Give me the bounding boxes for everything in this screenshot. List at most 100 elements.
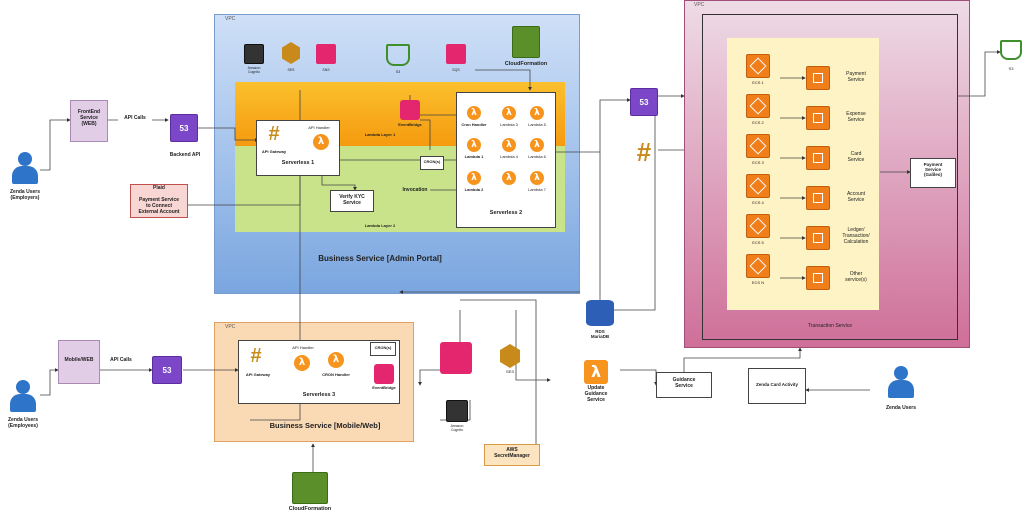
employers-users-label: Zenda Users (Employers) [9,189,40,201]
ecs-5-icon[interactable] [746,214,770,238]
web-api-calls-label: API Calls [118,115,152,122]
guidance-service-box[interactable] [656,372,712,398]
mobile-api-gateway-icon[interactable]: # [250,345,262,367]
ecs-4-icon[interactable] [746,174,770,198]
ecs-1-icon[interactable] [746,54,770,78]
zenda-users-label: Zenda Users [885,405,916,411]
ses-label: SES [287,68,295,72]
mobile-ses-icon [500,344,520,368]
lambda-6-icon[interactable]: λ [530,138,544,152]
api-gateway-label: API Gateway [261,149,287,154]
mobile-cron-box [370,342,396,356]
mobile-cron-handler-label: CRON Handler [322,372,350,377]
mobile-cron-label: CRON(s) [374,345,392,350]
plaid-box[interactable] [130,184,188,218]
lambda-3-icon[interactable]: λ [502,106,516,120]
ecs-5-label: ECS 5 [752,240,764,245]
admin-vpc-label: VPC [225,16,236,22]
secret-manager-box[interactable] [484,444,540,466]
s3-bucket-icon [386,44,410,66]
lambda-7-label: Lambda 7 [528,187,546,192]
api-handler-lambda-icon[interactable]: λ [313,134,329,150]
plaid-title: Plaid [153,185,165,191]
cloudformation-bottom-label: CloudFormation [288,506,332,512]
card-service-icon[interactable] [806,146,830,170]
eventbridge-icon[interactable] [400,100,420,120]
cron-box [420,156,444,170]
verify-kyc-box[interactable] [330,190,374,212]
mobile-web-label: Mobile/WEB [64,357,94,363]
frontend-service-label: FrontEnd Service (WEB) [77,109,101,127]
backend-api-label: Backend API [169,152,201,158]
mobile-api-handler-lambda-icon[interactable]: λ [294,355,310,371]
update-guidance-lambda-icon[interactable]: λ [584,360,608,384]
invocation-label: Invocation [400,187,430,194]
lambda-layer-1-label: Lambda Layer 1 [364,132,396,137]
mobile-ses-label: SES [505,369,514,374]
employees-users-label: Zenda Users (Employees) [7,417,38,429]
lambda-1-icon[interactable]: λ [467,138,481,152]
sqs-label: SQS [452,68,460,72]
account-service-label: Account Service [846,191,866,203]
eventbridge-label: EventBridge [398,122,422,127]
lambda-3-label: Lambda 3 [500,122,518,127]
lambda-4-label: Lambda 4 [500,154,518,159]
lambda-5-icon[interactable]: λ [530,106,544,120]
mobile-api-handler-label: API Handler [292,345,314,350]
ledger-service-icon[interactable] [806,226,830,250]
payment-service-icon[interactable] [806,66,830,90]
ecs-2-label: ECS 2 [752,120,764,125]
backend-api-route53-icon[interactable]: 53 [170,114,198,142]
card-activity-box[interactable] [748,368,806,404]
cloudformation-top-icon [512,26,540,58]
mobile-cron-handler-lambda-icon[interactable]: λ [328,352,344,368]
center-api-gateway-icon[interactable]: # [636,137,652,167]
ledger-service-label: Ledger/ Transaction/ Calculation [842,227,870,245]
mobile-eventbridge-icon[interactable] [374,364,394,384]
lambda-extra-icon[interactable]: λ [502,171,516,185]
serverless-3-title: Serverless 3 [302,392,336,398]
lambda-6-label: Lambda 6 [528,154,546,159]
cloudwatch-icon[interactable] [440,342,472,374]
lambda-5-label: Lambda 5 [528,122,546,127]
ecs-n-label: ECS N [751,280,765,285]
rds-icon[interactable] [586,300,614,326]
right-s3-label: S3 [1008,66,1014,71]
mobile-web-box[interactable] [58,340,100,384]
ecs-3-icon[interactable] [746,134,770,158]
card-service-label: Card Service [847,151,865,163]
verify-kyc-label: Verify KYC Service [339,194,365,206]
lambda-2-label: Lambda 2 [464,187,484,192]
api-gateway-icon[interactable]: # [268,123,280,145]
mobile-cognito-icon [446,400,468,422]
account-service-icon[interactable] [806,186,830,210]
lambda-4-icon[interactable]: λ [502,138,516,152]
mobile-route53-icon[interactable]: 53 [152,356,182,384]
admin-portal-title: Business Service [Admin Portal] [318,254,442,263]
sqs-icon [446,44,466,64]
ecs-n-icon[interactable] [746,254,770,278]
cron-handler-lambda-icon[interactable]: λ [467,106,481,120]
transaction-vpc-label: VPC [694,2,705,8]
serverless-2-title: Serverless 2 [489,210,523,216]
lambda-1-label: Lambda 1 [464,154,484,159]
secret-manager-label: AWS SecretManager [494,447,530,459]
employers-users-icon [8,152,40,186]
lambda-7-icon[interactable]: λ [530,171,544,185]
serverless-1-title: Serverless 1 [281,160,315,166]
galileo-payment-label: Payment Service (Galileo) [923,162,943,178]
lambda-layer-2-label: Lambda Layer 2 [364,223,396,228]
guidance-service-label: Guidance Service [672,377,696,389]
cron-handler-label: Cron Handler [461,122,487,127]
expense-service-icon[interactable] [806,106,830,130]
expense-service-label: Expense Service [846,111,866,123]
center-route53-icon[interactable]: 53 [630,88,658,116]
galileo-payment-box[interactable] [910,158,956,188]
ecs-2-icon[interactable] [746,94,770,118]
transaction-service-box [702,14,958,340]
sns-icon [316,44,336,64]
other-service-icon[interactable] [806,266,830,290]
card-activity-label: Zenda Card Activity [755,382,799,387]
frontend-service-box[interactable] [70,100,108,142]
lambda-2-icon[interactable]: λ [467,171,481,185]
